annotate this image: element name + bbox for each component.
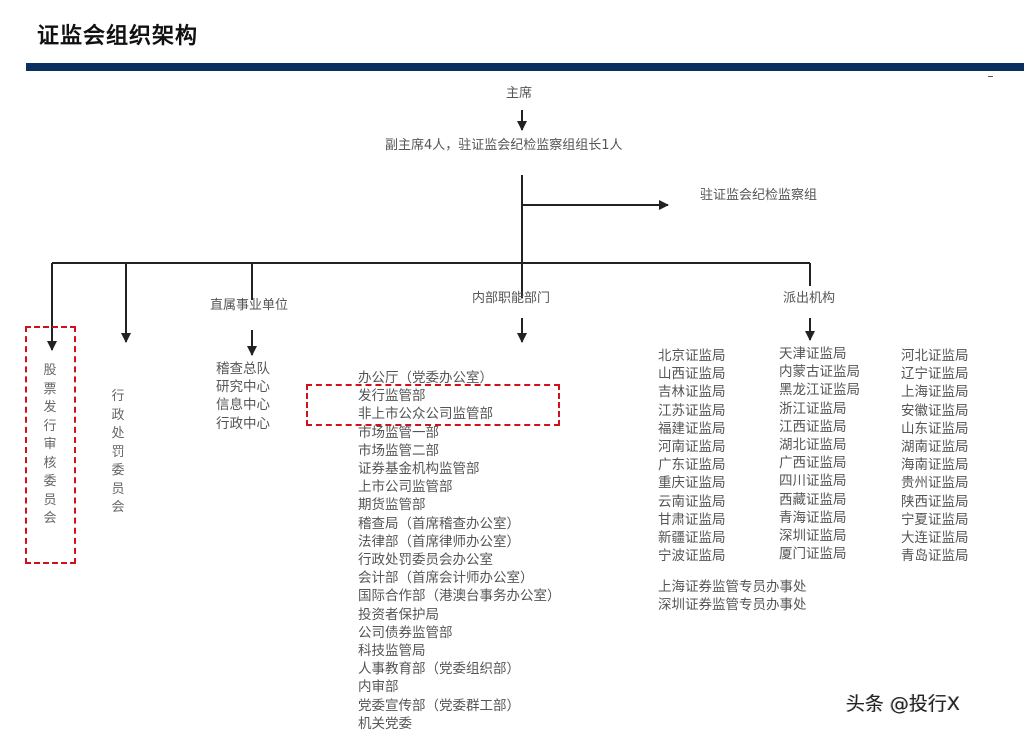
list-item: 浙江证监局 <box>779 400 847 417</box>
list-item: 吉林证监局 <box>658 384 726 401</box>
highlight-issuance-committee <box>25 326 76 564</box>
list-item: 上市公司监管部 <box>358 479 453 496</box>
list-item: 四川证监局 <box>779 473 847 490</box>
list-item: 宁夏证监局 <box>901 511 969 528</box>
list-item: 北京证监局 <box>658 348 726 364</box>
list-item: 河南证监局 <box>658 439 726 456</box>
list-item: 山西证监局 <box>658 366 726 383</box>
list-item: 非上市公众公司监管部 <box>358 406 493 423</box>
list-item: 稽查局（首席稽查办公室） <box>358 515 520 532</box>
list-item: 内蒙古证监局 <box>779 364 860 381</box>
list-item: 办公厅（党委办公室） <box>358 370 493 386</box>
list-item: 内审部 <box>358 679 399 696</box>
internal-departments-list: 办公厅（党委办公室） 发行监管部 非上市公众公司监管部 市场监管一部 市场监管二… <box>358 369 561 733</box>
list-item: 广东证监局 <box>658 457 726 474</box>
list-item: 信息中心 <box>216 397 270 414</box>
list-item: 上海证券监管专员办事处 <box>658 579 807 595</box>
list-item: 青海证监局 <box>779 509 847 526</box>
list-item: 河北证监局 <box>901 348 969 364</box>
list-item: 青岛证监局 <box>901 548 969 565</box>
list-item: 会计部（首席会计师办公室） <box>358 570 534 587</box>
list-item: 海南证监局 <box>901 457 969 474</box>
list-item: 科技监管局 <box>358 643 426 660</box>
list-item: 甘肃证监局 <box>658 511 726 528</box>
node-issuance-committee: 股票发行审核委员会 <box>43 363 57 526</box>
list-item: 贵州证监局 <box>901 475 969 492</box>
node-vice-chairmen: 副主席4人，驻证监会纪检监察组组长1人 <box>385 138 623 153</box>
list-item: 广西证监局 <box>779 455 847 472</box>
node-internal-departments: 内部职能部门 <box>472 291 551 306</box>
node-penalty-committee: 行政处罚委员会 <box>111 389 125 515</box>
corner-mark <box>988 76 993 77</box>
list-item: 深圳证券监管专员办事处 <box>658 597 807 614</box>
list-item: 人事教育部（党委组织部） <box>358 661 520 678</box>
header-bar <box>26 63 1024 71</box>
list-item: 投资者保护局 <box>358 606 439 623</box>
dispatched-col-2: 天津证监局 内蒙古证监局 黑龙江证监局 浙江证监局 江西证监局 湖北证监局 广西… <box>779 345 860 563</box>
list-item: 福建证监局 <box>658 420 726 437</box>
list-item: 行政处罚委员会办公室 <box>358 552 493 569</box>
list-item: 山东证监局 <box>901 420 969 437</box>
special-offices-list: 上海证券监管专员办事处 深圳证券监管专员办事处 <box>658 578 807 614</box>
list-item: 天津证监局 <box>779 346 847 362</box>
list-item: 上海证监局 <box>901 384 969 401</box>
list-item: 西藏证监局 <box>779 491 847 508</box>
list-item: 公司债券监管部 <box>358 624 453 641</box>
list-item: 期货监管部 <box>358 497 426 514</box>
list-item: 重庆证监局 <box>658 475 726 492</box>
list-item: 发行监管部 <box>358 388 426 405</box>
list-item: 深圳证监局 <box>779 528 847 545</box>
list-item: 黑龙江证监局 <box>779 382 860 399</box>
node-discipline-group: 驻证监会纪检监察组 <box>700 188 818 203</box>
list-item: 市场监管二部 <box>358 442 439 459</box>
list-item: 陕西证监局 <box>901 493 969 510</box>
node-chairman: 主席 <box>506 86 533 101</box>
watermark: 头条 @投行X <box>846 693 961 715</box>
node-dispatched-agencies: 派出机构 <box>783 291 836 306</box>
list-item: 湖北证监局 <box>779 437 847 454</box>
list-item: 国际合作部（港澳台事务办公室） <box>358 588 561 605</box>
list-item: 行政中心 <box>216 415 270 432</box>
list-item: 江苏证监局 <box>658 402 726 419</box>
list-item: 云南证监局 <box>658 493 726 510</box>
list-item: 湖南证监局 <box>901 439 969 456</box>
dispatched-col-3: 河北证监局 辽宁证监局 上海证监局 安徽证监局 山东证监局 湖南证监局 海南证监… <box>901 347 969 565</box>
list-item: 稽查总队 <box>216 361 270 377</box>
page-title: 证监会组织架构 <box>37 24 199 49</box>
list-item: 安徽证监局 <box>901 402 969 419</box>
list-item: 大连证监局 <box>901 530 969 547</box>
node-affiliated-units: 直属事业单位 <box>210 298 289 313</box>
list-item: 研究中心 <box>216 379 270 396</box>
dispatched-col-1: 北京证监局 山西证监局 吉林证监局 江苏证监局 福建证监局 河南证监局 广东证监… <box>658 347 726 565</box>
list-item: 党委宣传部（党委群工部） <box>358 697 520 714</box>
list-item: 宁波证监局 <box>658 548 726 565</box>
affiliated-units-list: 稽查总队 研究中心 信息中心 行政中心 <box>216 360 270 433</box>
highlight-issuance-departments <box>306 384 560 426</box>
list-item: 证券基金机构监管部 <box>358 461 480 478</box>
list-item: 江西证监局 <box>779 418 847 435</box>
list-item: 机关党委 <box>358 715 412 732</box>
list-item: 市场监管一部 <box>358 424 439 441</box>
list-item: 厦门证监局 <box>779 546 847 563</box>
list-item: 法律部（首席律师办公室） <box>358 533 520 550</box>
list-item: 新疆证监局 <box>658 530 726 547</box>
list-item: 辽宁证监局 <box>901 366 969 383</box>
